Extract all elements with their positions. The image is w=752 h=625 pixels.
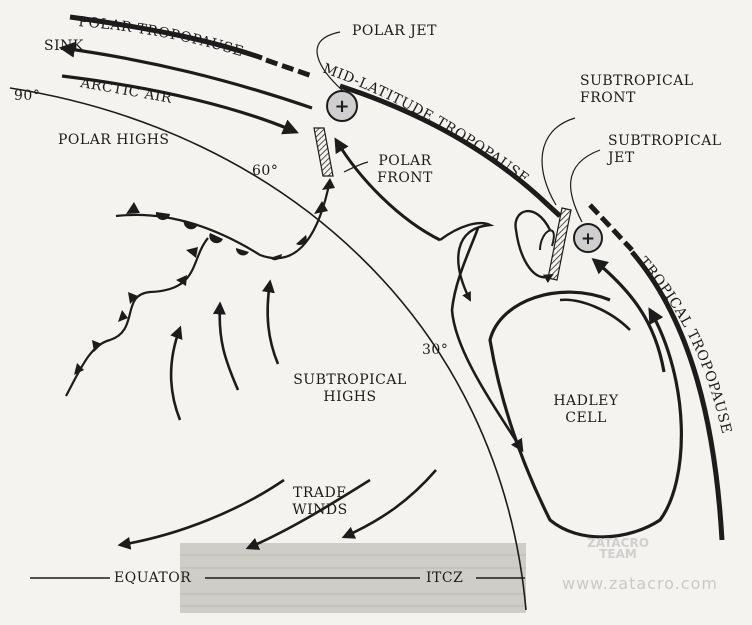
earth-surface — [9, 87, 527, 611]
hadley-cell-label: HADLEY CELL — [536, 393, 636, 427]
westerly-arrow-3 — [262, 279, 280, 365]
westerly-arrow-2 — [212, 301, 240, 391]
arctic-air-arrow — [61, 74, 299, 135]
hadley-cell-label-line2: CELL — [565, 410, 607, 426]
subtropical-small-loop-2 — [539, 229, 555, 251]
mid-latitude-tropopause-line — [339, 83, 550, 207]
mid-latitude-tropopause-dash — [546, 203, 562, 218]
trade-winds-label: TRADE WINDS — [280, 485, 360, 519]
trade-wind-arrow-1 — [117, 478, 285, 550]
trade-wind-arrow-2 — [245, 478, 371, 550]
tropical-tropopause-dash — [588, 203, 634, 252]
subtropical-front-label-line1: SUBTROPICAL — [580, 73, 694, 89]
cold-front-teeth — [126, 178, 335, 214]
watermark-logo: ZATACRO TEAM — [578, 536, 658, 561]
trade-winds-label-line2: WINDS — [292, 502, 348, 518]
subtropical-front-label: SUBTROPICAL FRONT — [580, 73, 694, 107]
hadley-upper-return — [591, 257, 666, 373]
sixty-degree-label: 60° — [252, 163, 279, 179]
subtropical-jet-core — [573, 223, 603, 253]
polar-front-surface — [115, 179, 332, 260]
polar-front-label: POLAR FRONT — [370, 153, 440, 187]
subtropical-jet-plus-icon: + — [581, 229, 595, 249]
polar-jet-label: POLAR JET — [352, 23, 437, 39]
hadley-cell-label-line1: HADLEY — [553, 393, 619, 409]
ferrel-loop — [439, 221, 495, 302]
polar-front-leader — [343, 161, 369, 173]
westerly-arrow-1 — [169, 325, 183, 421]
ninety-degree-label: 90° — [14, 88, 41, 104]
watermark-url: www.zatacro.com — [562, 574, 718, 593]
warm-front-bumps — [155, 212, 307, 261]
polar-jet-leader — [316, 31, 343, 91]
subtropical-front-label-line2: FRONT — [580, 90, 636, 106]
subtropical-jet-label-line2: JET — [608, 150, 635, 166]
subtropical-jet-label: SUBTROPICAL JET — [608, 133, 722, 167]
polar-front-bar — [313, 127, 334, 177]
subtropical-highs-label-line2: HIGHS — [323, 389, 377, 405]
tropical-tropopause-line — [630, 250, 725, 541]
subtropical-jet-leader — [569, 149, 601, 223]
trade-winds-label-line1: TRADE — [293, 485, 347, 501]
itcz-label: ITCZ — [426, 570, 464, 586]
sink-label: SINK — [44, 38, 84, 54]
ferrel-rising-arrow — [334, 137, 441, 242]
polar-tropopause-dash — [265, 57, 313, 79]
polar-tropopause-line — [69, 14, 263, 61]
watermark-logo-line1: ZATACRO — [587, 536, 649, 550]
hadley-cell-loop — [488, 290, 683, 539]
subtropical-highs-label-line1: SUBTROPICAL — [293, 372, 407, 388]
subtropical-front-bar — [547, 207, 572, 281]
descending-flow-arrow — [450, 227, 524, 453]
polar-front-label-line2: FRONT — [377, 170, 433, 186]
trade-wind-arrow-3 — [341, 469, 437, 539]
subtropical-highs-label: SUBTROPICAL HIGHS — [280, 372, 420, 406]
equator-label: EQUATOR — [114, 570, 192, 586]
hadley-inner-return — [559, 298, 631, 331]
watermark-logo-line2: TEAM — [599, 547, 637, 561]
polar-jet-plus-icon: + — [334, 96, 349, 117]
secondary-front-teeth — [74, 247, 198, 375]
equatorial-band-texture — [180, 554, 526, 607]
subtropical-front-leader — [541, 117, 576, 206]
sink-arrow — [58, 41, 313, 110]
thirty-degree-label: 30° — [422, 342, 449, 358]
subtropical-small-loop — [514, 209, 554, 284]
polar-front-label-line1: POLAR — [378, 153, 432, 169]
polar-jet-core — [326, 90, 358, 122]
polar-highs-label: POLAR HIGHS — [58, 132, 170, 148]
secondary-front — [65, 237, 209, 397]
subtropical-jet-label-line1: SUBTROPICAL — [608, 133, 722, 149]
